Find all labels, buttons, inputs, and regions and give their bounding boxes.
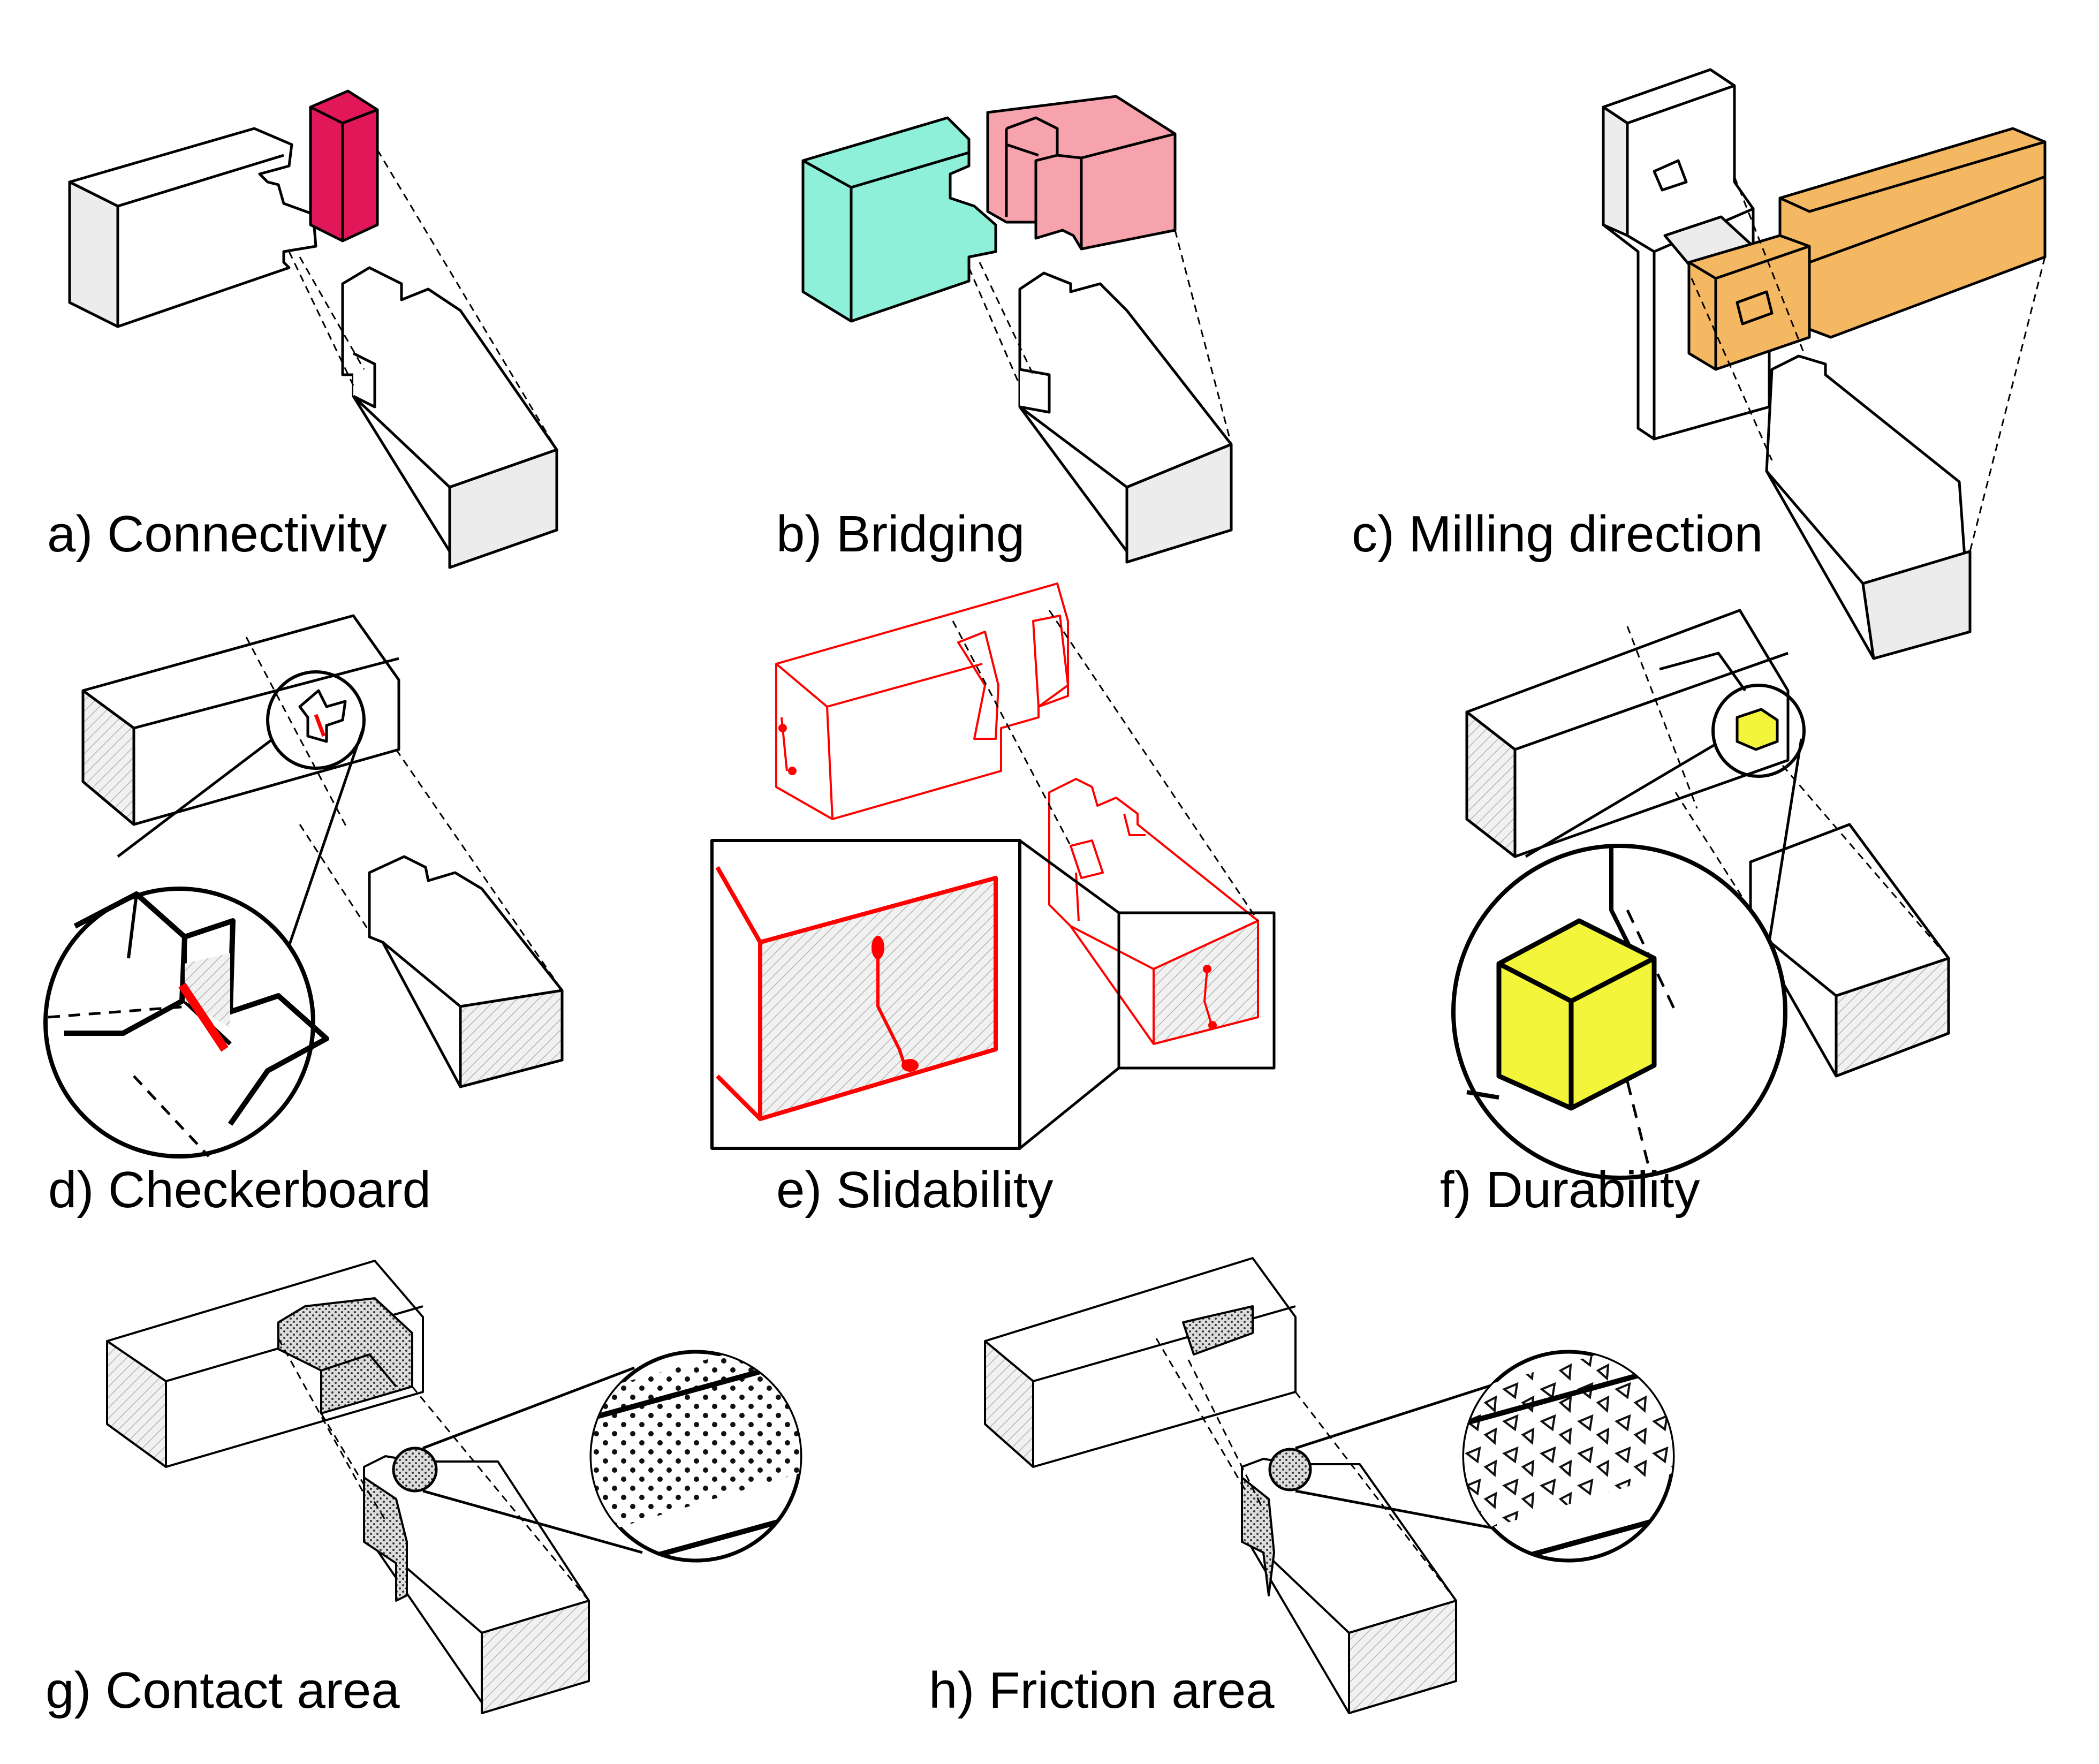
panel-h-friction-area bbox=[985, 1258, 1676, 1713]
panel-a-connectivity bbox=[70, 91, 557, 567]
label-c: c) Milling direction bbox=[1352, 505, 1763, 563]
label-g: g) Contact area bbox=[46, 1662, 400, 1719]
label-e: e) Slidability bbox=[776, 1161, 1054, 1218]
label-h: h) Friction area bbox=[929, 1662, 1275, 1719]
panel-c-milling-direction bbox=[1603, 70, 2045, 658]
panel-g-contact-area bbox=[107, 1261, 803, 1713]
label-b: b) Bridging bbox=[776, 505, 1025, 563]
label-a: a) Connectivity bbox=[47, 505, 387, 563]
panel-b-bridging bbox=[803, 96, 1231, 562]
panel-f-durability bbox=[1453, 610, 1949, 1178]
label-d: d) Checkerboard bbox=[48, 1161, 431, 1218]
label-f: f) Durability bbox=[1440, 1161, 1700, 1218]
panel-d-checkerboard bbox=[46, 616, 562, 1156]
